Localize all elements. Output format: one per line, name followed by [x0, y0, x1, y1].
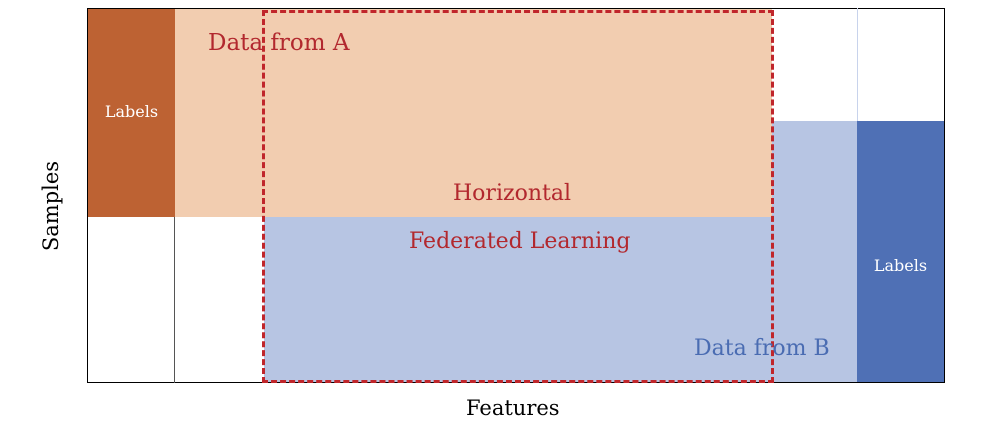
- axis-x-label: Features: [466, 396, 560, 420]
- overlap-title-line1: Horizontal: [453, 181, 571, 206]
- party-a-data-region: [175, 9, 772, 217]
- party-b-data-region-extension: [772, 121, 857, 217]
- party-b-labels-text: Labels: [873, 256, 928, 275]
- party-a-labels-text: Labels: [104, 102, 159, 121]
- axis-y-label: Samples: [39, 160, 63, 252]
- party-b-data-region: [264, 217, 857, 382]
- overlap-title-line2: Federated Learning: [409, 229, 631, 254]
- party-a-name: Data from A: [208, 30, 350, 56]
- overlap-dashed-box: [262, 10, 774, 383]
- party-b-labels-block: [857, 121, 944, 382]
- divider-line: [174, 217, 175, 383]
- party-a-labels-block: [88, 9, 175, 217]
- divider-line: [857, 8, 858, 121]
- party-b-name: Data from B: [694, 336, 830, 361]
